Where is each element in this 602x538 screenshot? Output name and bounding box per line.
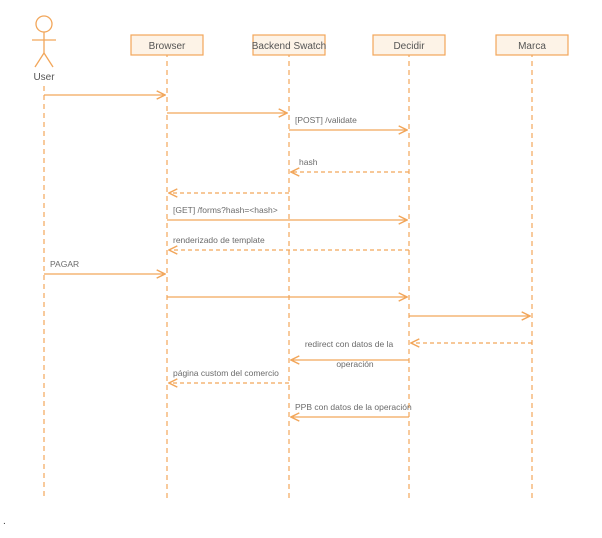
message-8: PAGAR <box>44 259 165 274</box>
participant-label: Decidir <box>393 41 425 52</box>
participant-backend: Backend Swatch <box>252 34 327 56</box>
message-label: redirect con datos de la <box>305 339 394 349</box>
stick-figure-icon <box>32 15 56 68</box>
message-14: PPB con datos de la operación <box>291 402 412 417</box>
participant-decidir: Decidir <box>372 34 446 56</box>
message-6: [GET] /forms?hash=<hash> <box>167 205 407 220</box>
message-label: [POST] /validate <box>295 115 357 125</box>
actor-left-leg <box>34 52 45 68</box>
participant-boxes: Browser Backend Swatch Decidir Marca <box>130 34 569 56</box>
participant-browser: Browser <box>130 34 204 56</box>
actor-head <box>35 15 53 33</box>
participant-label: Browser <box>149 41 186 52</box>
user-actor: User <box>32 15 56 83</box>
message-13: página custom del comercio <box>169 368 289 383</box>
message-arrows: [POST] /validate hash [GET] /forms?hash=<h… <box>44 95 532 417</box>
participant-box <box>495 34 569 56</box>
participant-box <box>372 34 446 56</box>
actor-label: User <box>33 72 55 83</box>
message-label: PAGAR <box>50 259 79 269</box>
participant-label: Marca <box>518 41 546 52</box>
lifelines <box>43 52 533 498</box>
actor-right-leg <box>43 52 54 68</box>
participant-box <box>130 34 204 56</box>
participant-label: Backend Swatch <box>252 41 327 52</box>
message-label: página custom del comercio <box>173 368 279 378</box>
message-4: hash <box>291 157 409 172</box>
message-label: PPB con datos de la operación <box>295 402 412 412</box>
footer-dot: . <box>3 516 6 527</box>
participant-marca: Marca <box>495 34 569 56</box>
message-label-line2: operación <box>336 359 374 369</box>
message-label: renderizado de template <box>173 235 265 245</box>
message-3: [POST] /validate <box>289 115 407 130</box>
message-12: redirect con datos de la operación <box>291 339 409 369</box>
message-label: [GET] /forms?hash=<hash> <box>173 205 278 215</box>
participant-box <box>252 34 326 56</box>
message-label: hash <box>299 157 318 167</box>
message-7: renderizado de template <box>169 235 409 250</box>
